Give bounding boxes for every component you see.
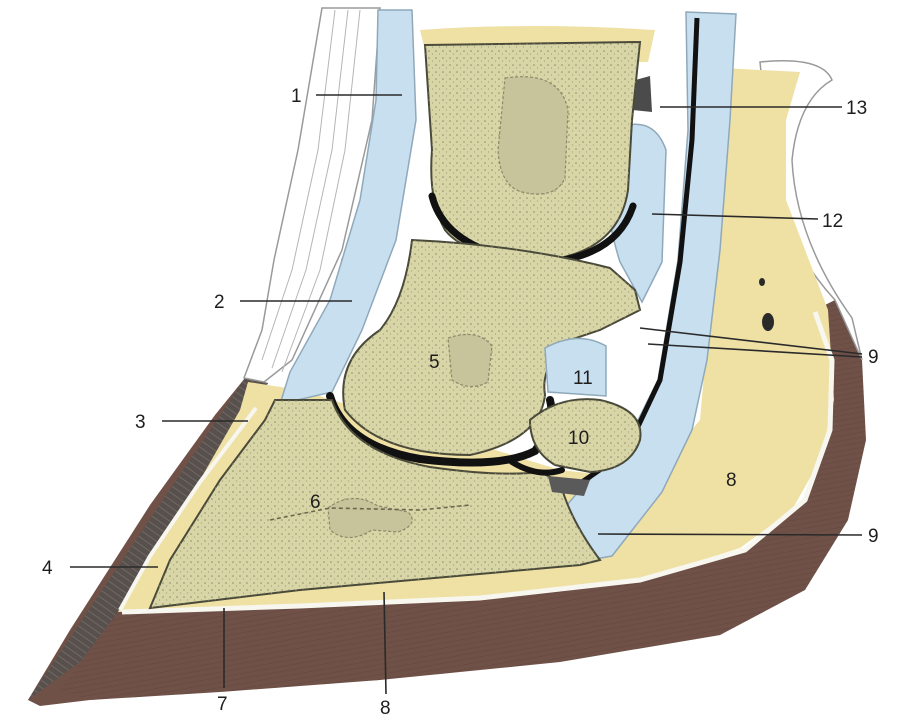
label-11: 11 — [573, 368, 593, 389]
label-8-sole: 8 — [380, 698, 391, 718]
label-13: 13 — [846, 98, 867, 119]
label-2: 2 — [214, 292, 225, 313]
label-10: 10 — [568, 428, 589, 449]
label-4: 4 — [42, 558, 53, 579]
short-pastern-marrow — [448, 334, 492, 386]
label-3: 3 — [135, 412, 146, 433]
label-9-lower: 9 — [868, 526, 879, 547]
label-12: 12 — [822, 211, 843, 232]
label-1: 1 — [291, 86, 302, 107]
label-7: 7 — [217, 694, 228, 715]
leader-line-9-lower — [598, 534, 862, 535]
long-pastern-marrow — [498, 77, 568, 194]
label-9-upper: 9 — [868, 347, 879, 368]
label-8-cushion: 8 — [726, 470, 737, 491]
label-6: 6 — [310, 492, 321, 513]
label-5: 5 — [429, 352, 440, 373]
